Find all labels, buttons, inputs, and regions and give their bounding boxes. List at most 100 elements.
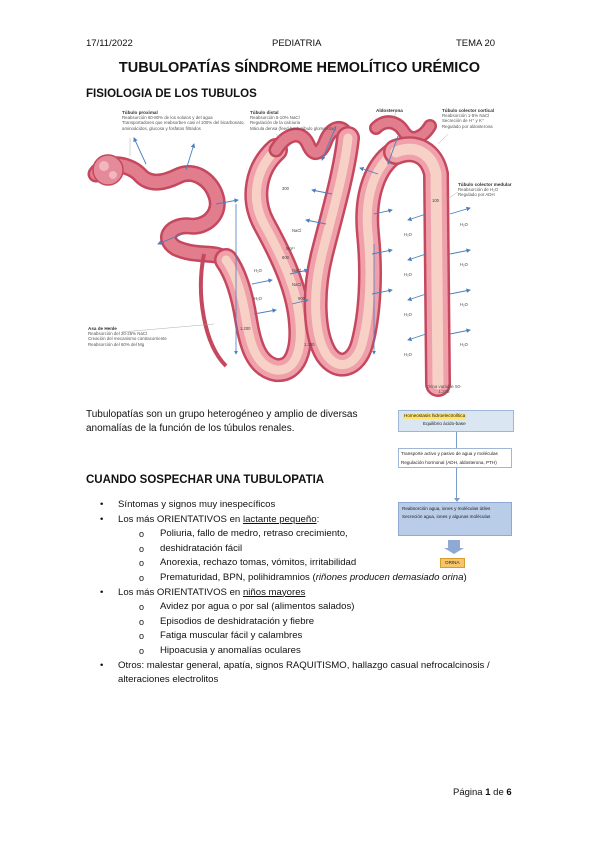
nephron-illustration: 300 600 900 1.200 1.200 100 NaCl NaCl Na…: [87, 111, 471, 397]
header-subject: PEDIATRIA: [272, 38, 322, 49]
list-item: Síntomas y signos muy inespecíficos: [92, 498, 522, 513]
marker-h2o-j: H₂O: [460, 342, 469, 347]
marker-h2o-d: H₂O: [404, 272, 413, 277]
marker-nacl-a: NaCl: [292, 228, 301, 233]
list-subitem: Poliuria, fallo de medro, retraso crecim…: [92, 527, 522, 542]
list-item: Otros: malestar general, apatía, signos …: [92, 659, 522, 674]
flowchart-box-mechanisms: Transporte activo y pasivo de agua y mol…: [398, 448, 512, 469]
list-subitem-text: Anorexia, rechazo tomas, vómitos, irrita…: [160, 557, 357, 569]
distal-item: Reabsorción 5-10% NaCl: [250, 115, 300, 120]
marker-mg: Mg²⁺: [286, 246, 295, 251]
marker-h2o-e: H₂O: [404, 312, 413, 317]
header-topic: TEMA 20: [456, 38, 496, 49]
intro-line: anomalías de la función de los túbulos r…: [86, 423, 295, 434]
list-item-text: alteraciones electrolitos: [118, 674, 219, 686]
flowchart-mid-item: Transporte activo y pasivo de agua y mol…: [401, 451, 498, 456]
henle-item: Reabsorción del 60% del Mg: [88, 341, 145, 347]
marker-300: 300: [282, 186, 290, 191]
list-subitem-text: Poliuria, fallo de medro, retraso crecim…: [160, 528, 348, 540]
page-label: Página: [453, 787, 486, 798]
marker-nacl-b: NaCl: [292, 268, 301, 273]
henle-item: Reabsorción del 20-25% NaCl: [88, 331, 148, 336]
list-subitem-text: Hipoacusia y anomalías oculares: [160, 644, 301, 656]
cortical-item: Secreción de H⁺ y K⁺: [442, 118, 485, 124]
intro-line: Tubulopatías son un grupo heterogéneo y …: [86, 409, 358, 420]
list-subitem: Anorexia, rechazo tomas, vómitos, irrita…: [92, 556, 522, 571]
distal-label: Túbulo distal Reabsorción 5-10% NaCl Reg…: [250, 110, 360, 131]
cortical-label: Túbulo colector cortical Reabsorción 1-5…: [442, 108, 516, 129]
list-subitem-text: Fatiga muscular fácil y calambres: [160, 630, 303, 642]
cortical-title: Túbulo colector cortical: [442, 108, 495, 113]
orina-final-label: Orina variable 50-1.200: [426, 384, 462, 395]
medular-title: Túbulo colector medular: [458, 182, 512, 187]
list-subitem: Hipoacusia y anomalías oculares: [92, 644, 522, 659]
proximal-label: Túbulo proximal Reabsorción 60-80% de lo…: [122, 110, 252, 131]
marker-h2o-c: H₂O: [404, 232, 413, 237]
marker-h2o-a: H₂O: [254, 268, 263, 273]
page-total: 6: [506, 787, 512, 798]
marker-h2o-b: H₂O: [254, 296, 263, 301]
list-subitem: Fatiga muscular fácil y calambres: [92, 629, 522, 644]
page-number: Página 1 de 6: [453, 787, 512, 798]
marker-100: 100: [432, 198, 440, 203]
list-subitem: Episodios de deshidratación y fiebre: [92, 615, 522, 630]
medular-item: Regulado por ADH: [458, 192, 495, 198]
list-subitem-text: Prematuridad, BPN, polihidramnios (: [160, 571, 316, 583]
list-subitem: Avidez por agua o por sal (alimentos sal…: [92, 600, 522, 615]
reabsorption-arrows: [133, 125, 471, 341]
cortical-item: Reabsorción 1-5% NaCl: [442, 113, 490, 118]
page-current: 1: [485, 787, 491, 798]
list-subitem-text: Avidez por agua o por sal (alimentos sal…: [160, 601, 355, 613]
page-title: TUBULOPATÍAS SÍNDROME HEMOLÍTICO URÉMICO: [118, 60, 481, 76]
list-subitem-italic: riñones producen demasiado orina: [315, 571, 464, 583]
marker-h2o-g: H₂O: [460, 222, 469, 227]
flowchart-box1-line2: Equilibrio ácido-base: [423, 421, 466, 426]
marker-600: 600: [282, 255, 290, 260]
list-item: Los más ORIENTATIVOS en lactante pequeño…: [92, 513, 522, 528]
list-subitem-text: Episodios de deshidratación y fiebre: [160, 615, 315, 627]
list-item-continuation: alteraciones electrolitos: [92, 673, 522, 688]
flowchart-box-homeostasis: Homeostasis hidroelectrolítica Equilibri…: [398, 410, 514, 432]
list-subitem-continuation: deshidratación fácil: [92, 542, 522, 557]
list-item-underlined: lactante pequeño: [242, 513, 317, 525]
glomerulus: [92, 154, 124, 186]
symptom-list: Síntomas y signos muy inespecíficos Los …: [92, 498, 522, 688]
section-heading-sospechar: CUANDO SOSPECHAR UNA TUBULOPATIA: [86, 474, 325, 486]
list-item-text: :: [316, 513, 320, 525]
list-subitem-text: deshidratación fácil: [160, 542, 243, 554]
proximal-item: Transportadores que reabsorben casi el 1…: [122, 120, 245, 131]
page-of: de: [490, 787, 507, 798]
marker-h2o-i: H₂O: [460, 302, 469, 307]
medular-item: Reabsorción de H₂O: [458, 187, 499, 192]
distal-title: Túbulo distal: [250, 110, 279, 115]
marker-1200b: 1.200: [304, 342, 315, 347]
flowchart-box1-line1: Homeostasis hidroelectrolítica: [403, 413, 467, 419]
nephron-diagram: 300 600 900 1.200 1.200 100 NaCl NaCl Na…: [86, 104, 516, 400]
list-subitem-text: ): [463, 571, 467, 583]
henle-label: Asa de Henle Reabsorción del 20-25% NaCl…: [88, 326, 208, 347]
marker-1200a: 1.200: [240, 326, 251, 331]
header-date: 17/11/2022: [86, 38, 133, 49]
medular-label: Túbulo colector medular Reabsorción de H…: [458, 182, 516, 198]
henle-item: Creación del mecanismo contracorriente: [88, 336, 167, 342]
marker-h2o-h: H₂O: [460, 262, 469, 267]
section-heading-fisiologia: FISIOLOGIA DE LOS TUBULOS: [86, 88, 257, 100]
marker-nacl-c: NaCl: [292, 282, 301, 287]
list-subitem: Prematuridad, BPN, polihidramnios (riñon…: [92, 571, 522, 586]
marker-h2o-f: H₂O: [404, 352, 413, 357]
list-item: Los más ORIENTATIVOS en niños mayores: [92, 586, 522, 601]
list-item-text: Los más ORIENTATIVOS en: [118, 586, 243, 598]
flowchart-mid-item: Regulación hormonal (ADH, aldosterona, P…: [401, 459, 497, 465]
list-item-underlined: niños mayores: [242, 586, 306, 598]
intro-paragraph: Tubulopatías son un grupo heterogéneo y …: [86, 408, 357, 436]
list-item-text: Otros: malestar general, apatía, signos …: [118, 659, 490, 671]
distal-item: Regulación de la calciuria: [250, 120, 301, 126]
list-item-text: Los más ORIENTATIVOS en: [118, 513, 243, 525]
aldosterona-label: Aldosterona: [376, 108, 403, 113]
distal-item: Mácula densa (feed-back túbulo glomerula…: [250, 125, 336, 131]
proximal-title: Túbulo proximal: [122, 110, 158, 115]
marker-900: 900: [298, 296, 306, 301]
henle-title: Asa de Henle: [88, 326, 117, 331]
list-item-text: Síntomas y signos muy inespecíficos: [118, 499, 276, 510]
cortical-item: Regulado por aldosterona: [442, 123, 493, 129]
